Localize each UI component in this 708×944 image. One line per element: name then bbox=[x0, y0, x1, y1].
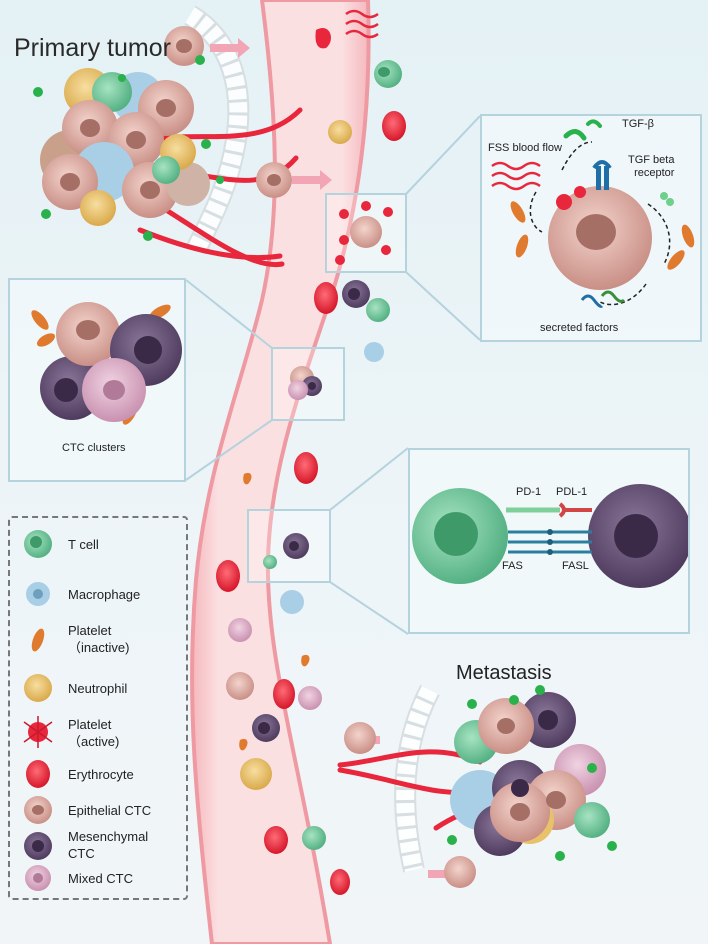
fasl-label: FASL bbox=[562, 560, 589, 572]
primary-tumor-title: Primary tumor bbox=[14, 34, 171, 62]
legend-label-platelet-inactive: Platelet （inactive) bbox=[68, 623, 130, 655]
platelet-active-icon bbox=[23, 716, 53, 748]
pdl1-label: PDL-1 bbox=[556, 486, 588, 498]
legend-label-mesenchymal-ctc: Mesenchymal CTC bbox=[68, 829, 149, 861]
metastasis-title: Metastasis bbox=[456, 662, 552, 684]
tgf-label: TGF-β bbox=[622, 118, 654, 130]
zoom-box-1-content bbox=[335, 201, 393, 265]
zoom-box-3-content bbox=[263, 533, 309, 569]
legend-label-platelet-active: Platelet （active) bbox=[68, 717, 120, 749]
platelet-inactive-icon bbox=[31, 628, 45, 652]
fss-label: FSS blood flow bbox=[488, 142, 562, 154]
legend-label-erythrocyte: Erythrocyte bbox=[68, 767, 134, 782]
legend-label-t-cell: T cell bbox=[68, 537, 99, 552]
panel-cluster-graphics bbox=[31, 302, 182, 425]
receptor-label: TGF beta receptor bbox=[628, 154, 675, 179]
macrophage-icon bbox=[26, 582, 50, 606]
legend-label-epithelial-ctc: Epithelial CTC bbox=[68, 803, 152, 818]
ctc-clusters-label: CTC clusters bbox=[62, 442, 126, 454]
t-cell-icon bbox=[24, 530, 52, 558]
epithelial-ctc-icon bbox=[24, 796, 52, 824]
legend-label-neutrophil: Neutrophil bbox=[68, 681, 128, 696]
secreted-label: secreted factors bbox=[540, 322, 619, 334]
legend-icons bbox=[23, 530, 53, 891]
primary-tumor-cluster bbox=[33, 26, 224, 241]
panel-tgf-beta: FSS blood flow TGF-β TGF beta receptor s… bbox=[480, 114, 702, 342]
panel-ctc-clusters: CTC clusters bbox=[8, 278, 186, 482]
mesenchymal-ctc-icon bbox=[24, 832, 52, 860]
metastasis-cluster bbox=[447, 685, 617, 861]
legend: T cell Macrophage Platelet （inactive) Ne… bbox=[8, 516, 188, 900]
legend-label-mixed-ctc: Mixed CTC bbox=[68, 871, 134, 886]
erythrocyte-icon bbox=[26, 760, 50, 788]
endothelial-wall-bottom bbox=[394, 684, 440, 873]
vessel-cells bbox=[216, 9, 476, 895]
neutrophil-icon bbox=[24, 674, 52, 702]
panel-tgf-graphics bbox=[491, 119, 695, 308]
endothelial-wall-top bbox=[183, 5, 250, 255]
mixed-ctc-icon bbox=[25, 865, 51, 891]
pd1-label: PD-1 bbox=[516, 486, 542, 498]
panel-immune-evasion: PD-1 PDL-1 FAS FASL bbox=[408, 448, 690, 634]
legend-label-macrophage: Macrophage bbox=[68, 587, 141, 602]
zoom-box-2-content bbox=[288, 366, 322, 400]
panel-immune-graphics bbox=[412, 484, 688, 588]
fas-label: FAS bbox=[502, 560, 523, 572]
